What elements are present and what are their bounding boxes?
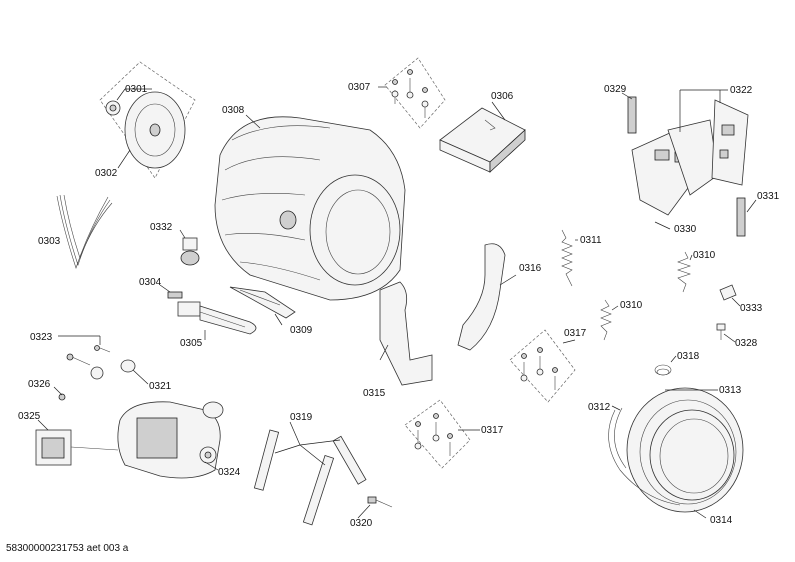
door-seal (608, 387, 744, 519)
screw-kit-0317-b (404, 399, 480, 469)
label-0319: 0319 (290, 412, 313, 423)
label-0326: 0326 (28, 379, 51, 390)
label-0303: 0303 (38, 236, 61, 247)
label-0321: 0321 (149, 381, 172, 392)
label-0324: 0324 (218, 467, 241, 478)
label-0328: 0328 (735, 338, 758, 349)
label-0309: 0309 (290, 325, 313, 336)
label-0307: 0307 (348, 82, 371, 93)
tub-drum (214, 114, 406, 301)
label-0310-lower: 0310 (620, 300, 643, 311)
motor-group (35, 401, 224, 479)
label-0320: 0320 (350, 518, 373, 529)
screw-kit-0307 (378, 57, 446, 129)
counterweights (379, 243, 517, 386)
label-0313: 0313 (719, 385, 742, 396)
label-0302: 0302 (95, 168, 118, 179)
small-clips (716, 284, 741, 343)
screw-kit-0317-a (509, 329, 576, 403)
label-0308: 0308 (222, 105, 245, 116)
cover-plate (439, 101, 526, 173)
label-0315: 0315 (363, 388, 386, 399)
label-0333: 0333 (740, 303, 763, 314)
label-0305: 0305 (180, 338, 203, 349)
pressure-sensor (179, 229, 200, 266)
label-0304: 0304 (139, 277, 162, 288)
label-0330: 0330 (674, 224, 697, 235)
hose-clamp (654, 355, 677, 376)
label-0301: 0301 (125, 84, 148, 95)
label-0332: 0332 (150, 222, 173, 233)
fastener-group (53, 335, 149, 401)
drive-belt (56, 194, 113, 269)
label-0323: 0323 (30, 332, 53, 343)
label-0317-a: 0317 (564, 328, 587, 339)
label-0306: 0306 (491, 91, 514, 102)
label-0316: 0316 (519, 263, 542, 274)
drawing-reference-code: 58300000231753 aet 003 a (6, 543, 129, 554)
label-0318: 0318 (677, 351, 700, 362)
label-0317-b: 0317 (481, 425, 504, 436)
control-electronics (621, 89, 757, 237)
pulley-group (99, 61, 196, 179)
label-0322: 0322 (730, 85, 753, 96)
label-0331: 0331 (757, 191, 780, 202)
label-0329: 0329 (604, 84, 627, 95)
label-0310-upper: 0310 (693, 250, 716, 261)
springs (561, 229, 693, 341)
label-0314: 0314 (710, 515, 733, 526)
heater-group (159, 284, 296, 340)
label-0312: 0312 (588, 402, 611, 413)
label-0325: 0325 (18, 411, 41, 422)
label-0311: 0311 (580, 235, 602, 246)
shock-absorbers (253, 421, 393, 526)
part-labels: 0301 0302 0303 0304 0305 0306 0307 0308 … (18, 82, 780, 529)
